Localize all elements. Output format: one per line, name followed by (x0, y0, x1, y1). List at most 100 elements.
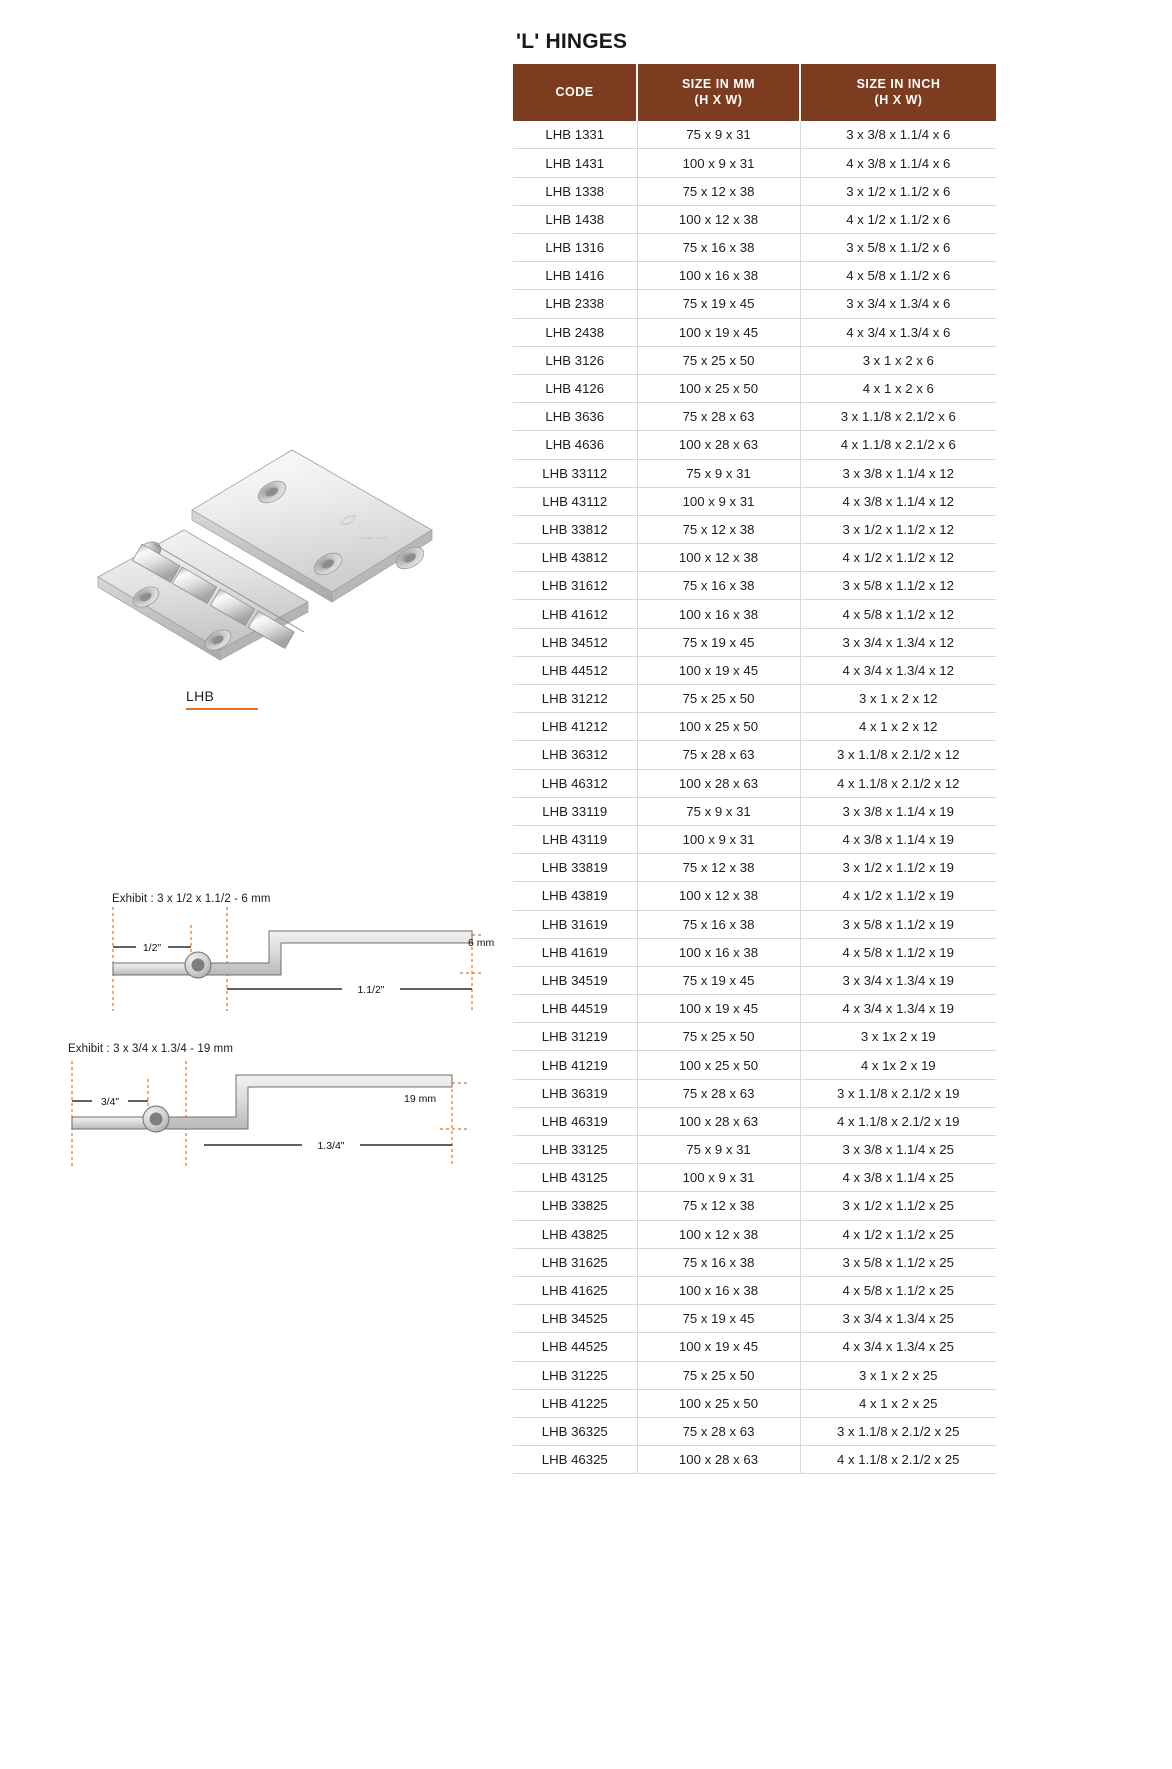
cell-code: LHB 43119 (513, 825, 638, 855)
cell-code: LHB 31619 (513, 910, 638, 939)
exhibit-diagram-19mm: Exhibit : 3 x 3/4 x 1.3/4 - 19 mm (64, 1035, 484, 1175)
cell-size-inch: 3 x 3/4 x 1.3/4 x 12 (800, 628, 996, 657)
cell-code: LHB 34519 (513, 966, 638, 996)
cell-code: LHB 41225 (513, 1389, 638, 1418)
cell-code: LHB 1338 (513, 177, 638, 206)
cell-code: LHB 36312 (513, 740, 638, 770)
cell-size-mm: 75 x 25 x 50 (637, 346, 801, 375)
cell-size-inch: 4 x 5/8 x 1.1/2 x 19 (800, 938, 996, 967)
column-header-size-inch-line2: (H X W) (874, 92, 923, 107)
cell-size-mm: 75 x 9 x 31 (637, 121, 801, 150)
cell-size-mm: 75 x 12 x 38 (637, 853, 801, 883)
cell-code: LHB 43812 (513, 543, 638, 573)
cell-size-inch: 3 x 3/4 x 1.3/4 x 6 (800, 289, 996, 319)
cell-size-inch: 3 x 5/8 x 1.1/2 x 25 (800, 1248, 996, 1277)
cell-size-inch: 3 x 1 x 2 x 12 (800, 684, 996, 714)
cell-code: LHB 41219 (513, 1050, 638, 1080)
cell-code: LHB 31212 (513, 684, 638, 714)
cell-size-inch: 3 x 1/2 x 1.1/2 x 25 (800, 1191, 996, 1221)
exhibit-2-dim-right: 19 mm (404, 1093, 437, 1105)
cell-code: LHB 4126 (513, 374, 638, 404)
cell-size-inch: 4 x 1/2 x 1.1/2 x 25 (800, 1220, 996, 1249)
cell-code: LHB 33812 (513, 515, 638, 545)
cell-size-inch: 4 x 3/4 x 1.3/4 x 12 (800, 656, 996, 686)
exhibit-2-dim-bottom: 1.3/4" (317, 1140, 344, 1152)
cell-size-inch: 4 x 3/8 x 1.1/4 x 12 (800, 487, 996, 516)
cell-size-inch: 3 x 3/8 x 1.1/4 x 12 (800, 459, 996, 488)
cell-size-inch: 4 x 1.1/8 x 2.1/2 x 6 (800, 430, 996, 460)
cell-size-inch: 3 x 1 x 2 x 6 (800, 346, 996, 375)
spec-table-section: 'L' HINGES CODE SIZE IN MM (H X W) SIZE … (513, 30, 996, 1475)
cell-size-mm: 100 x 28 x 63 (637, 769, 801, 798)
cell-code: LHB 41625 (513, 1276, 638, 1306)
cell-size-mm: 100 x 16 x 38 (637, 599, 801, 629)
cell-code: LHB 46312 (513, 769, 638, 798)
cell-code: LHB 41619 (513, 938, 638, 967)
cell-code: LHB 46319 (513, 1107, 638, 1137)
cell-code: LHB 31625 (513, 1248, 638, 1277)
cell-code: LHB 44512 (513, 656, 638, 686)
cell-size-inch: 3 x 1/2 x 1.1/2 x 6 (800, 177, 996, 206)
cell-size-mm: 75 x 16 x 38 (637, 910, 801, 939)
cell-code: LHB 41612 (513, 599, 638, 629)
cell-size-mm: 75 x 25 x 50 (637, 1022, 801, 1052)
cell-code: LHB 31219 (513, 1022, 638, 1052)
cell-size-mm: 100 x 9 x 31 (637, 148, 801, 178)
column-header-size-mm-line2: (H X W) (694, 92, 743, 107)
cell-size-inch: 4 x 3/4 x 1.3/4 x 19 (800, 994, 996, 1024)
table-header-row: CODE SIZE IN MM (H X W) SIZE IN INCH (H … (513, 64, 996, 122)
cell-size-mm: 100 x 9 x 31 (637, 1163, 801, 1193)
cell-size-mm: 100 x 12 x 38 (637, 881, 801, 911)
cell-size-mm: 75 x 28 x 63 (637, 1079, 801, 1108)
cell-size-mm: 100 x 12 x 38 (637, 1220, 801, 1249)
cell-size-inch: 3 x 1x 2 x 19 (800, 1022, 996, 1052)
cell-size-mm: 100 x 19 x 45 (637, 994, 801, 1024)
cell-size-inch: 4 x 5/8 x 1.1/2 x 12 (800, 599, 996, 629)
cell-size-mm: 75 x 28 x 63 (637, 1417, 801, 1447)
column-header-size-mm: SIZE IN MM (H X W) (637, 64, 801, 122)
cell-size-mm: 100 x 25 x 50 (637, 374, 801, 404)
cell-code: LHB 1438 (513, 205, 638, 235)
cell-size-inch: 4 x 1.1/8 x 2.1/2 x 12 (800, 769, 996, 798)
cell-size-mm: 100 x 25 x 50 (637, 1050, 801, 1080)
cell-size-inch: 3 x 1.1/8 x 2.1/2 x 12 (800, 740, 996, 770)
column-header-size-mm-line1: SIZE IN MM (681, 77, 756, 91)
cell-size-mm: 75 x 25 x 50 (637, 1361, 801, 1390)
cell-size-inch: 3 x 3/4 x 1.3/4 x 19 (800, 966, 996, 996)
l-hinge-illustration (97, 449, 433, 661)
page-title: 'L' HINGES (516, 30, 628, 53)
cell-code: LHB 33825 (513, 1191, 638, 1221)
exhibit-2-dim-left: 3/4" (101, 1096, 120, 1108)
cell-size-inch: 3 x 1/2 x 1.1/2 x 19 (800, 853, 996, 883)
cell-size-mm: 75 x 28 x 63 (637, 402, 801, 432)
cell-size-inch: 4 x 1.1/8 x 2.1/2 x 25 (800, 1445, 996, 1475)
hinge-spec-table: CODE SIZE IN MM (H X W) SIZE IN INCH (H … (513, 64, 996, 1475)
cell-size-inch: 3 x 5/8 x 1.1/2 x 19 (800, 910, 996, 939)
cell-size-inch: 4 x 1/2 x 1.1/2 x 19 (800, 881, 996, 911)
cell-code: LHB 3126 (513, 346, 638, 375)
cell-size-mm: 100 x 25 x 50 (637, 1389, 801, 1418)
